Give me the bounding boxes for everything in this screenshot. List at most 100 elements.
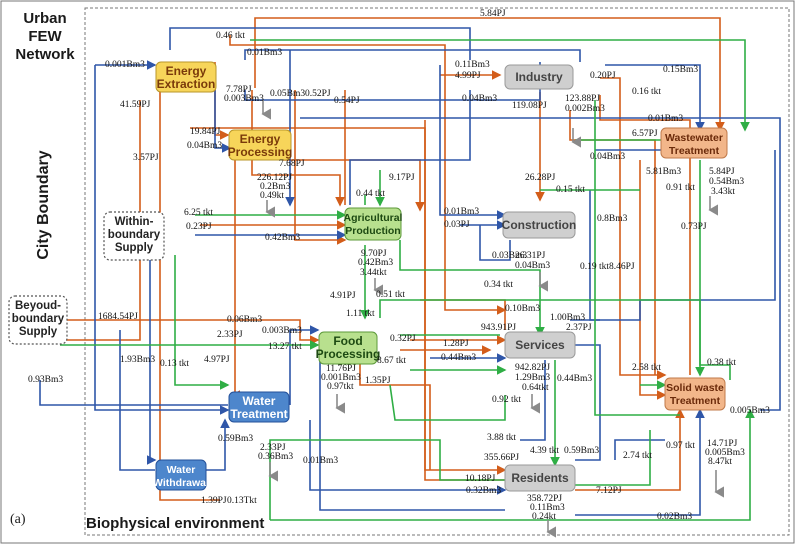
city-boundary-label: City Boundary [35,150,52,259]
flow-label: 0.59Bm3 [564,446,599,456]
flow-label: 3.44tkt [360,268,387,278]
flow-label: 226.12PJ [257,173,292,183]
flow-label: 0.04Bm3 [462,94,497,104]
flow-label: 0.97 tkt [666,441,695,451]
flow-label: 0.13 tkt [160,359,189,369]
flow-label: 0.42Bm3 [358,258,393,268]
within-line-3: Supply [115,242,154,254]
flow-label: 3.57PJ [133,153,159,163]
flow-label: 9.17PJ [389,173,415,183]
water-withdrawal-line-1: Water [167,464,196,476]
services-label: Services [515,338,565,352]
flow-label: 14.71PJ [707,439,738,449]
city-boundary-frame [84,7,790,536]
flow-label: 0.01Bm3 [247,48,282,58]
flow-label: 0.20PJ [590,71,616,81]
energy-extraction-line-1: Energy [166,64,207,78]
flow-label: 0.92 tkt [492,395,521,405]
flow-label: 0.38 tkt [707,358,736,368]
flow-label: 0.01Bm3 [303,456,338,466]
node-water-withdrawal: Water Withdrawal [153,459,209,491]
node-residents: Residents [504,464,576,492]
flow-label: 358.72PJ [527,494,562,504]
source-beyond-boundary: Beyoud- boundary Supply [8,295,68,345]
beyond-line-1: Beyoud- [15,300,61,312]
water-treatment-line-1: Water [243,394,276,408]
flow-label: 7.12PJ [596,486,622,496]
flow-label: 0.03PJ [444,220,470,230]
flow-label: 0.49kt [260,191,284,201]
title-line-1: Urban [23,10,66,27]
panel-label: (a) [10,512,26,527]
flow-label: 0.11Bm3 [530,503,565,513]
flow-label: 4.97PJ [204,355,230,365]
industry-label: Industry [515,70,563,84]
flow-label: 942.82PJ [515,363,550,373]
flow-label: 0.44Bm3 [557,374,592,384]
flow-label: 0.02Bm3 [657,512,692,522]
source-within-boundary: Within- boundary Supply [103,211,165,261]
flow-label: 0.73PJ [681,222,707,232]
flow-label: 0.32PJ [390,334,416,344]
flow-label: 0.005Bm3 [730,406,770,416]
flow-label: 0.003Bm3 [224,94,264,104]
flow-label: 0.54Bm3 [709,177,744,187]
node-water-treatment: Water Treatment [228,391,290,423]
flow-label: 8.47kt [708,457,732,467]
flow-label: 0.2Bm3 [260,182,291,192]
flow-label: 11.76PJ [326,364,356,374]
flow-label: 1.39PJ [201,496,227,506]
flow-label: 5.81Bm3 [646,167,681,177]
flow-label: 0.01Bm3 [444,207,479,217]
node-energy-extraction: Energy Extraction [155,61,217,93]
wastewater-line-2: Treatment [669,145,720,157]
flow-label: 0.16 tkt [632,87,661,97]
node-energy-processing: Energy Processing [228,129,293,161]
flow-label: 1.00Bm3 [550,313,585,323]
flow-label: 0.03Bm3 [492,251,527,261]
flow-label: 0.97tkt [327,382,354,392]
node-agricultural-production: Agricultural Production [344,207,403,241]
flow-label: 0.36Bm3 [258,452,293,462]
flow-label: 19.84PJ [190,127,221,137]
flow-label: 0.11Bm3 [455,60,490,70]
flow-label: 119.08PJ [512,101,547,111]
energy-processing-line-2: Processing [228,145,293,159]
flow-label: 4.39 tkt [530,446,559,456]
flow-label: 13.27 tkt [268,342,302,352]
agricultural-production-line-2: Production [345,225,400,237]
flow-label: 1.11 tkt [346,309,375,319]
waste-arrows [261,100,724,538]
title-line-2: FEW [28,28,62,45]
flow-label: 0.15Bm3 [663,65,698,75]
flow-label: 355.66PJ [484,453,519,463]
flow-label: 0.15 tkt [556,185,585,195]
flow-label: 0.23PJ [186,222,212,232]
flow-label: 0.05Bm3 [270,89,305,99]
flow-label: 0.06Bm3 [227,315,262,325]
flow-label: 0.46 tkt [216,31,245,41]
food-processing-line-1: Food [333,334,362,348]
flow-label: 0.42Bm3 [265,233,300,243]
water-withdrawal-line-2: Withdrawal [153,477,209,489]
flow-label: 10.18PJ [465,474,496,484]
flow-label: 0.32Bm3 [466,486,501,496]
flow-label: 1.28PJ [443,339,469,349]
flow-label: 0.44 tkt [356,189,385,199]
energy-processing-line-1: Energy [240,132,281,146]
node-services: Services [504,331,576,359]
node-food-processing: Food Processing [316,331,380,365]
nodes-layer: Energy Extraction Energy Processing Agri… [153,61,728,492]
flow-label: 4.91PJ [330,291,356,301]
flow-label: 0.91 tkt [666,183,695,193]
flow-label: 0.001Bm3 [105,60,145,70]
flow-label: 0.19 tkt [580,262,609,272]
flow-label: 0.93Bm3 [28,375,63,385]
flow-label: 2.74 tkt [623,451,652,461]
agricultural-production-line-1: Agricultural [344,212,403,224]
flow-label: 3.88 tkt [487,433,516,443]
flow-label: 943.91PJ [481,323,516,333]
flow-label: 0.04Bm3 [515,261,550,271]
